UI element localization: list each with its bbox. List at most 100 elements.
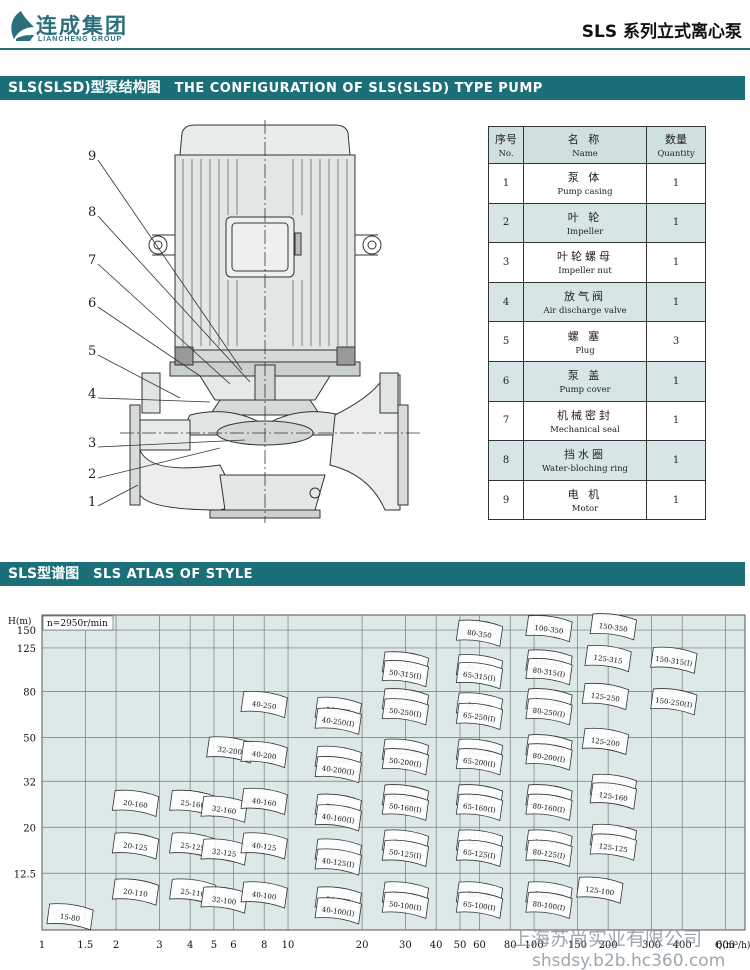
- atlas-model-label: 125-250: [590, 692, 620, 704]
- part-quantity: 1: [646, 479, 706, 521]
- pump-configuration-drawing: [120, 120, 420, 523]
- atlas-model-shape: [455, 748, 504, 776]
- atlas-model-shape: [240, 740, 288, 769]
- part-name-cn: 机械密封: [557, 408, 613, 422]
- atlas-model: 20-160: [111, 789, 160, 818]
- atlas-model-shape: [200, 886, 248, 914]
- atlas-model: 150-350: [589, 613, 637, 641]
- part-quantity: 1: [646, 400, 706, 442]
- atlas-model-shape: [455, 839, 504, 867]
- atlas-model: 65-200(I): [455, 748, 504, 776]
- atlas-model-shape: [111, 832, 160, 860]
- x-tick-label: 50: [454, 940, 467, 951]
- atlas-model-shape: [314, 707, 362, 735]
- atlas-model: 50-200(I): [381, 748, 430, 776]
- atlas-model-label: 150-350: [598, 622, 628, 634]
- atlas-model-shape: [381, 839, 430, 867]
- atlas-model-shape: [455, 702, 504, 731]
- atlas-model-label: 20-110: [123, 888, 149, 899]
- atlas-model-shape: [314, 756, 362, 784]
- atlas-model-shape: [525, 658, 573, 686]
- atlas-model-shape: [525, 615, 573, 643]
- x-tick-label: 10: [282, 940, 295, 951]
- atlas-model: 125-160: [589, 782, 637, 810]
- company-logo-icon: [11, 11, 35, 41]
- atlas-model: 40-200(I): [314, 756, 362, 784]
- atlas-chart: 15-8020-11020-12520-16025-11025-12525-16…: [8, 613, 750, 970]
- x-tick-label: 8: [261, 940, 267, 951]
- atlas-model-shape: [314, 804, 362, 832]
- part-quantity: 1: [646, 360, 706, 402]
- atlas-model-shape: [581, 682, 630, 711]
- atlas-model: 80-350: [455, 619, 504, 647]
- part-quantity: 1: [646, 163, 706, 204]
- atlas-model: 40-200: [240, 740, 288, 769]
- y-tick-label: 20: [23, 823, 36, 834]
- atlas-model: 65-160(I): [455, 793, 504, 821]
- atlas-model: 65-125(I): [455, 839, 504, 867]
- part-quantity: 1: [646, 440, 706, 481]
- callout-2: 2: [88, 467, 97, 482]
- pump-body-drawing: [129, 346, 409, 519]
- y-tick-label: 12.5: [14, 869, 36, 880]
- atlas-model: 50-100(I): [381, 891, 430, 919]
- speed-note-box: [42, 615, 114, 631]
- atlas-model-shape: [200, 838, 248, 866]
- header-divider: [0, 48, 750, 50]
- part-name-cn: 挡水圈: [564, 448, 606, 462]
- y-axis-unit: H(m): [8, 616, 31, 627]
- part-name-en: Impeller: [566, 226, 604, 237]
- atlas-model-shape: [589, 833, 637, 861]
- atlas-models: 15-8020-11020-12520-16025-11025-12525-16…: [46, 613, 698, 931]
- atlas-model-shape: [455, 619, 504, 647]
- callout-1: 1: [88, 495, 97, 510]
- part-no: 1: [488, 163, 524, 204]
- atlas-model: 65-100(I): [455, 891, 504, 919]
- y-tick-label: 80: [23, 688, 36, 699]
- atlas-model-label: 25-125: [180, 841, 206, 852]
- atlas-model: 15-80: [46, 903, 94, 931]
- x-tick-label: 80: [504, 940, 517, 951]
- part-no: 3: [488, 242, 524, 283]
- part-no: 5: [488, 321, 524, 362]
- section-title-cn: SLS(SLSD)型泵结构图: [8, 80, 161, 96]
- atlas-model-shape: [314, 848, 362, 876]
- x-tick-label: 30: [399, 940, 412, 951]
- atlas-model-label: 32-200: [217, 745, 243, 756]
- watermark-url: shsdsy.b2b.hc360.com: [532, 951, 725, 970]
- atlas-model: 65-315(I): [455, 662, 504, 690]
- atlas-model-shape: [525, 743, 573, 771]
- callout-9: 9: [88, 149, 97, 164]
- atlas-model-label: 40-200: [251, 750, 277, 761]
- part-name-en: Pump casing: [557, 187, 613, 198]
- x-tick-label: 1: [39, 940, 45, 951]
- atlas-model-label: 32-160: [211, 805, 237, 816]
- atlas-model-label: 20-160: [123, 799, 149, 810]
- atlas-model-shape: [525, 839, 573, 867]
- atlas-model: 80-125(I): [525, 839, 573, 867]
- x-tick-label: 5: [211, 940, 217, 951]
- atlas-model: 65-250(I): [455, 702, 504, 731]
- callout-leaders: [97, 159, 251, 507]
- part-quantity: 3: [646, 321, 706, 362]
- part-no: 2: [488, 202, 524, 244]
- callout-4: 4: [88, 387, 97, 402]
- atlas-model-shape: [111, 878, 160, 906]
- x-tick-label: 4: [187, 940, 193, 951]
- x-tick-label: 3: [156, 940, 162, 951]
- atlas-model: 20-125: [111, 832, 160, 860]
- atlas-model: 125-100: [576, 876, 624, 904]
- atlas-model-label: 80-350: [467, 629, 493, 640]
- atlas-model: 50-160(I): [381, 793, 430, 821]
